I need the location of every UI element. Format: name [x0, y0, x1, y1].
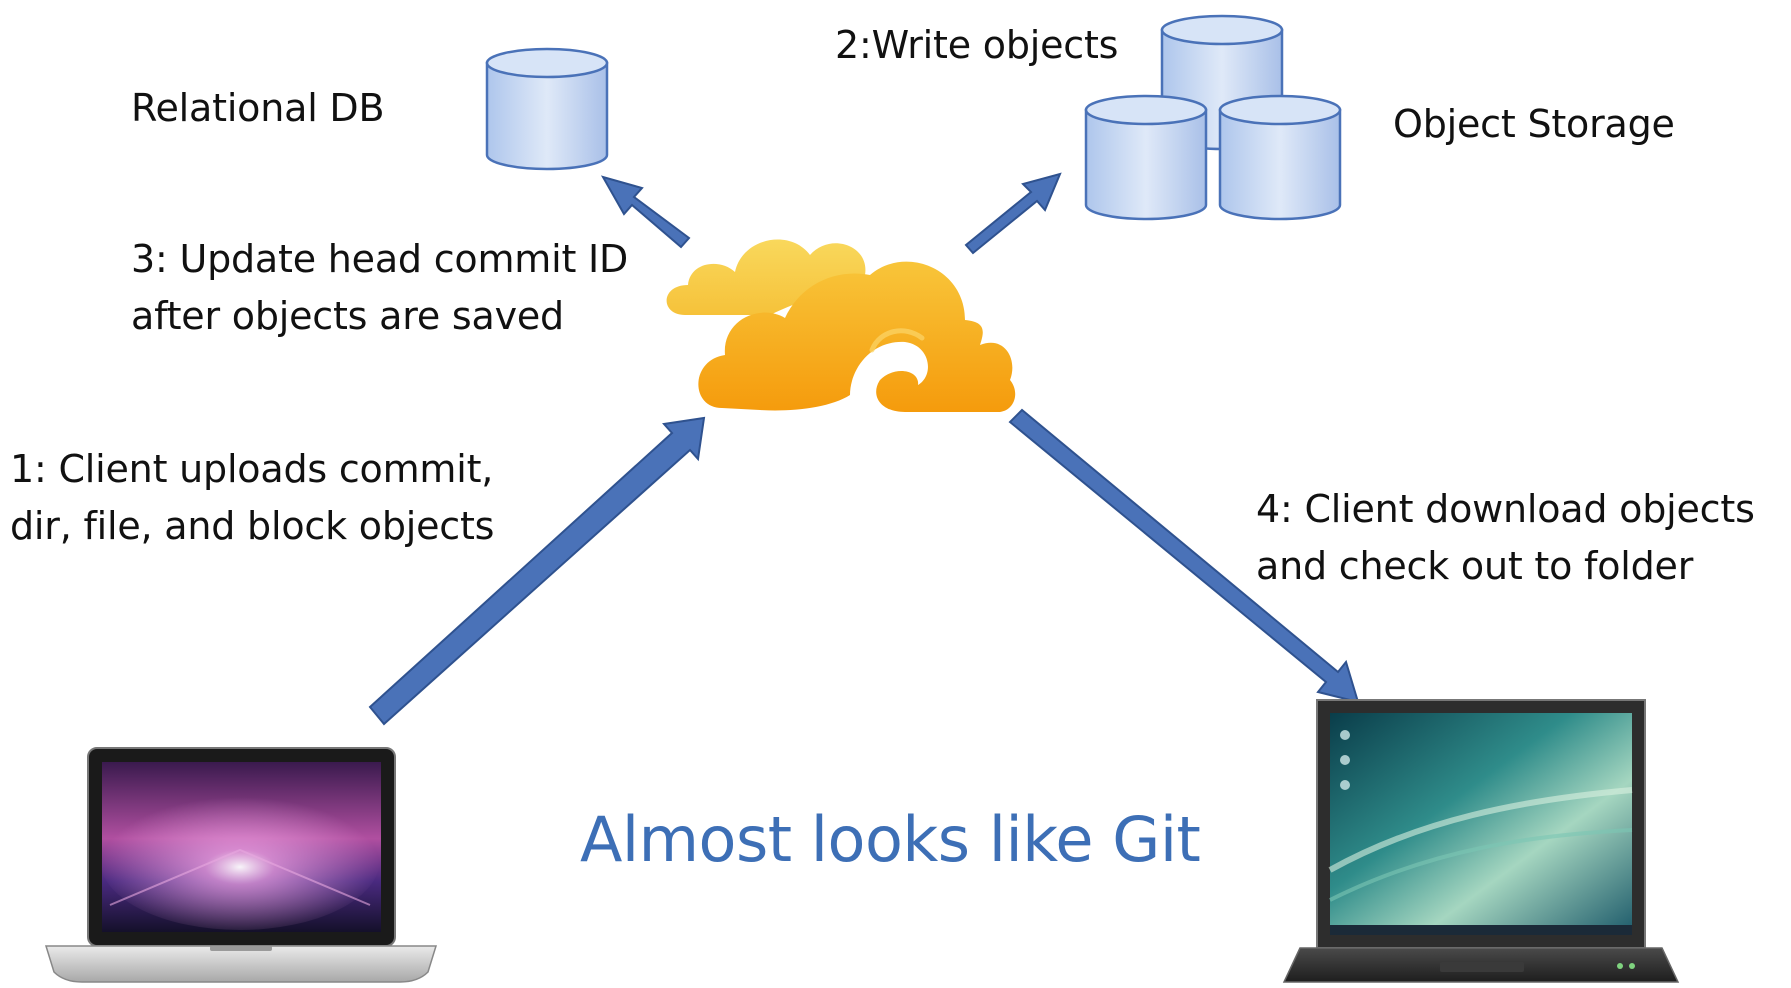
write-objects-label: 2:Write objects: [835, 23, 1119, 67]
step1-line1: 1: Client uploads commit,: [10, 447, 494, 491]
arrow-step2-write: [964, 172, 1062, 255]
step4-line2: and check out to folder: [1256, 544, 1694, 588]
step1-line2: dir, file, and block objects: [10, 504, 495, 548]
step3-label: 3: Update head commit ID after objects a…: [131, 231, 628, 345]
relational-db-label: Relational DB: [131, 86, 385, 130]
step3-line2: after objects are saved: [131, 294, 564, 338]
step3-line1: 3: Update head commit ID: [131, 237, 629, 281]
object-storage-icon: [1084, 14, 1342, 221]
relational-db-icon: [485, 47, 609, 171]
object-storage-label: Object Storage: [1393, 102, 1675, 146]
step4-label: 4: Client download objects and check out…: [1256, 481, 1755, 595]
seafile-cloud-logo: [666, 239, 1016, 412]
step4-line1: 4: Client download objects: [1256, 487, 1755, 531]
arrow-step4-download: [1008, 408, 1360, 704]
headline-text: Almost looks like Git: [580, 803, 1201, 876]
arrow-step3-update: [600, 175, 691, 249]
macbook-laptop-icon: [44, 747, 438, 983]
step1-label: 1: Client uploads commit, dir, file, and…: [10, 441, 494, 555]
windows-laptop-icon: [1282, 699, 1680, 983]
arrow-step1-upload: [368, 416, 706, 726]
